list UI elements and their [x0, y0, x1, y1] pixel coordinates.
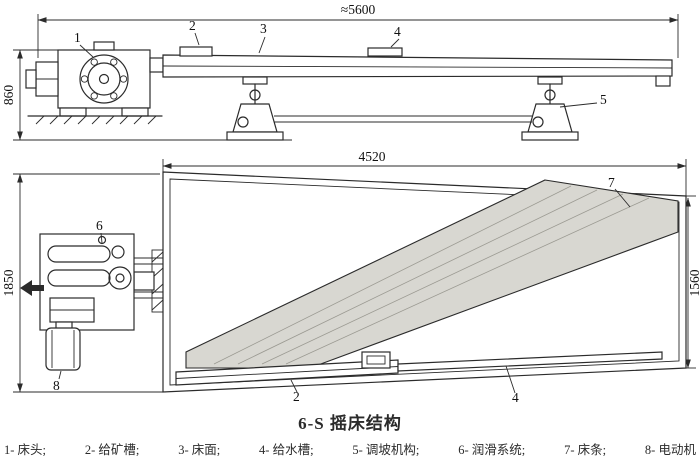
water-trough-side: [367, 47, 403, 57]
side-view: ≈5600 860: [1, 2, 679, 141]
leader-line: [79, 44, 94, 58]
legend-item-2: 2- 给矿槽;: [84, 443, 140, 457]
technical-drawing: ≈5600 860: [1, 2, 700, 405]
legend-item-7: 7- 床条;: [564, 443, 607, 457]
drive-mechanism-plan: [20, 233, 164, 331]
legend-item-6: 6- 润滑系统;: [458, 443, 526, 457]
riffle-line: [261, 193, 624, 365]
riffle-zone: [185, 179, 679, 369]
bolt-circle: [90, 92, 98, 100]
tie-rod: [274, 115, 532, 123]
figure-legend: 1- 床头; 2- 给矿槽; 3- 床面; 4- 给水槽; 5- 调坡机构; 6…: [0, 434, 700, 458]
side-dim-length-text: ≈5600: [341, 2, 376, 17]
stroke-direction-arrow: [20, 280, 44, 296]
plan-dim-left: 1850: [1, 173, 166, 393]
riffle-line: [237, 189, 598, 365]
bolt-circle: [110, 92, 118, 100]
figure-caption: 6-S 摇床结构: [298, 414, 402, 433]
deck-body: [162, 54, 673, 78]
ground-hatching: [35, 115, 157, 125]
water-trough-plan: [397, 351, 663, 372]
part-label-1: 1: [74, 30, 81, 45]
leader-line: [614, 188, 631, 208]
shaft-end: [25, 69, 37, 89]
plan-dim-right-text: 1560: [687, 269, 700, 296]
side-dim-length: ≈5600: [37, 2, 679, 58]
trestle-base: [226, 131, 284, 141]
pitman-link: [133, 271, 155, 291]
plan-dim-left-text: 1850: [1, 269, 16, 296]
part-label-5: 5: [600, 92, 607, 107]
hub-circle: [98, 73, 110, 85]
plan-view: 4520 1850 1560: [1, 149, 700, 405]
deck-inner-frame: [169, 178, 680, 386]
bolt-circle: [80, 75, 89, 83]
side-view-callouts: 1 2 3 4 5: [74, 18, 607, 108]
part-label-7: 7: [608, 175, 615, 190]
motor-body: [45, 327, 81, 371]
legend-item-1: 1- 床头;: [4, 443, 47, 457]
plan-dim-right: 1560: [680, 195, 700, 369]
part-label-6: 6: [96, 218, 103, 233]
part-label-2-plan: 2: [293, 389, 300, 404]
bolt-circle: [110, 58, 118, 66]
head-cap: [93, 41, 115, 51]
plan-dim-length: 4520: [162, 149, 687, 198]
side-dim-height: 860: [1, 49, 292, 141]
riffle-line: [285, 197, 650, 365]
leader-line: [100, 232, 103, 244]
pivot: [237, 116, 249, 128]
leader-line: [258, 36, 266, 54]
leader-line: [559, 102, 598, 108]
legend-item-8: 8- 电动机: [644, 443, 696, 457]
plan-view-callouts: 6 7 8 2 4: [53, 175, 631, 405]
head-foot: [121, 107, 149, 117]
head-deck-link: [149, 57, 164, 73]
bolt-circle: [90, 58, 98, 66]
chute-box: [361, 351, 391, 369]
part-label-3: 3: [260, 21, 267, 36]
leader-line: [58, 370, 62, 380]
head-assembly: [25, 41, 164, 125]
lube-fitting: [97, 235, 107, 245]
feed-box-side: [179, 46, 213, 57]
legend-item-5: 5- 调坡机构;: [352, 443, 420, 457]
toggle-circle: [108, 266, 132, 290]
legend-item-3: 3- 床面;: [178, 443, 221, 457]
leader-line: [290, 379, 298, 393]
leader-line: [390, 38, 400, 48]
feed-chute-plan: [175, 351, 399, 386]
part-label-4: 4: [394, 24, 401, 39]
pivot: [532, 116, 544, 128]
leader-line: [194, 32, 200, 46]
deck-end-foot: [655, 75, 671, 87]
deck-side: [162, 46, 673, 87]
handwheel: [544, 89, 556, 101]
head-foot: [59, 107, 87, 117]
part-label-4-plan: 4: [512, 390, 519, 405]
flywheel-circle: [79, 54, 129, 104]
riffle-line: [213, 185, 572, 365]
spring-cylinder: [47, 269, 111, 287]
side-dim-height-text: 860: [1, 85, 16, 106]
support-trestle-left: [226, 76, 284, 141]
support-trestle-right: [521, 76, 579, 141]
spring-cylinder: [47, 245, 111, 263]
part-label-8: 8: [53, 378, 60, 393]
part-label-2: 2: [189, 18, 196, 33]
bolt-circle: [119, 75, 128, 83]
trestle-base: [521, 131, 579, 141]
motor-plan: [45, 321, 81, 371]
leader-line: [505, 365, 516, 394]
handwheel: [249, 89, 261, 101]
plan-dim-length-text: 4520: [359, 149, 386, 164]
legend-item-4: 4- 给水槽;: [259, 443, 314, 457]
